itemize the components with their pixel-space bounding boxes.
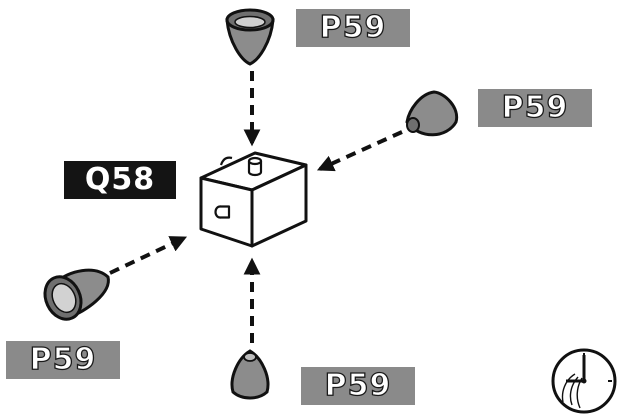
central-box-icon (199, 151, 308, 248)
arrow-left (109, 236, 188, 275)
fitting-top-icon (225, 8, 275, 66)
label-fitting-right: P59 (478, 89, 592, 127)
label-fitting-bottom: P59 (301, 367, 415, 405)
label-fitting-top: P59 (296, 9, 410, 47)
clock-icon (551, 348, 617, 414)
arrow-right (316, 130, 403, 172)
label-main-part: Q58 (64, 161, 176, 199)
fitting-left-icon (43, 268, 110, 321)
fitting-right-icon (405, 90, 459, 137)
fitting-bottom-icon (230, 349, 270, 400)
label-fitting-left: P59 (6, 341, 120, 379)
